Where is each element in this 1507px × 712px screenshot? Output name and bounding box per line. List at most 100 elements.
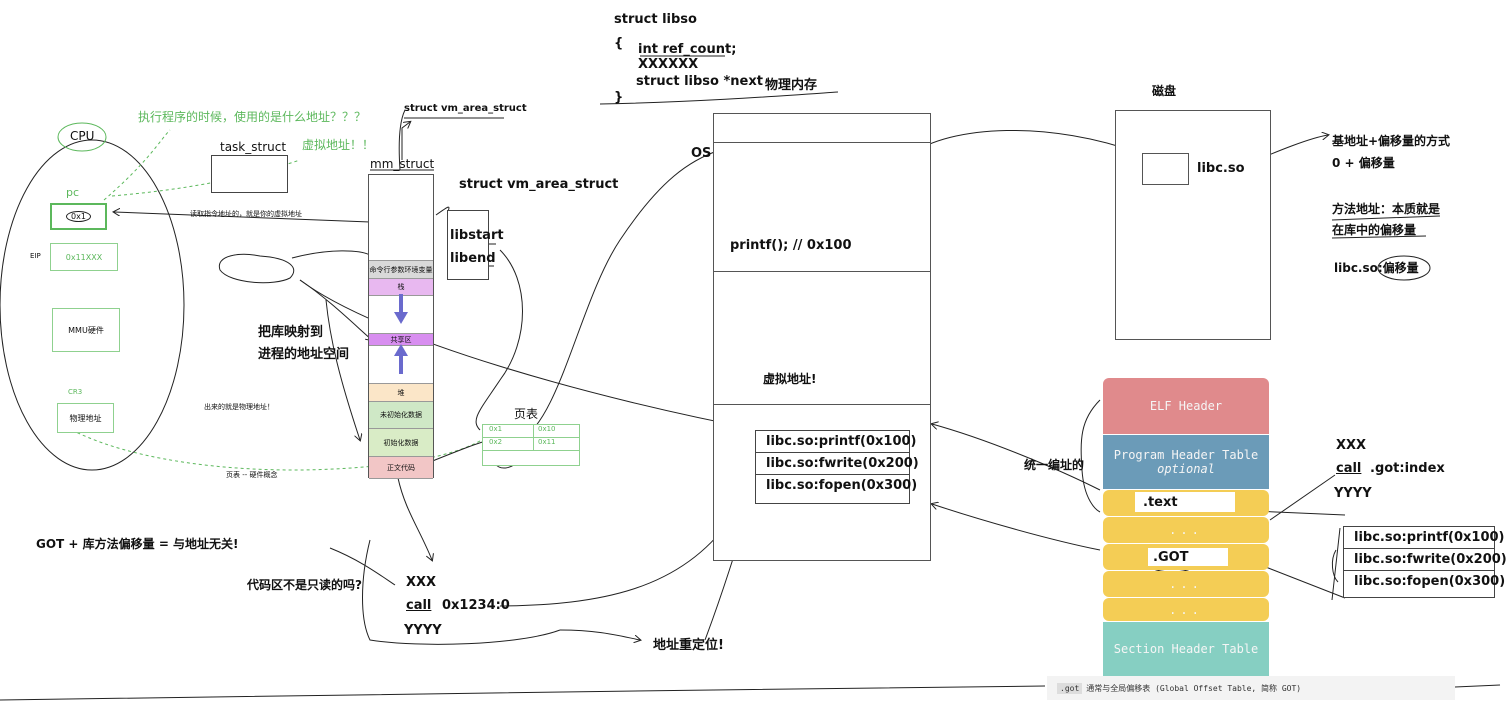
cpu-label: CPU xyxy=(70,129,95,143)
right-lib-rows: libc.so:printf(0x100)libc.so:fwrite(0x20… xyxy=(1344,527,1507,593)
zero-offset-note: 0 + 偏移量 xyxy=(1332,156,1395,170)
os-label: OS xyxy=(691,146,712,161)
vm-area-struct-top: struct vm_area_struct xyxy=(404,103,527,114)
struct-libso-title: struct libso xyxy=(614,12,697,27)
question-address-note: 执行程序的时候，使用的是什么地址？？？ xyxy=(138,110,367,124)
libc-so-label: libc.so xyxy=(1197,161,1245,176)
elf-dots-2: ... xyxy=(1103,571,1269,597)
page-table-virtual: 0x1 xyxy=(483,425,534,437)
segment-6: 堆 xyxy=(369,384,433,402)
disk-label: 磁盘 xyxy=(1152,84,1177,98)
snippet-line1: XXX xyxy=(406,575,437,590)
program-header-table: Program Header Table optional xyxy=(1103,435,1269,489)
pc-read-note: 读取指令地址的，就是你的虚拟地址 xyxy=(190,210,302,218)
got-caption-tag: .got xyxy=(1057,682,1083,694)
text-section-label-box: .text xyxy=(1135,492,1235,512)
right-lib-row: libc.so:fopen(0x300) xyxy=(1354,574,1506,589)
libc-offset-note: libc.so:偏移量 xyxy=(1334,261,1419,275)
program-header-label: Program Header Table xyxy=(1113,448,1259,462)
blob-shape xyxy=(218,253,295,284)
libend-label: libend xyxy=(450,251,496,266)
snippet-call-target: 0x1234:0 xyxy=(442,598,510,613)
memory-divider-3 xyxy=(714,404,930,405)
memory-lib-table: libc.so:printf(0x100)libc.so:fwrite(0x20… xyxy=(755,430,919,504)
pc-value: 0x1 xyxy=(66,211,91,222)
stack-heap-arrows xyxy=(394,294,408,374)
segment-8: 初始化数据 xyxy=(369,429,433,457)
segment-7: 未初始化数据 xyxy=(369,402,433,429)
segment-0 xyxy=(369,175,433,261)
base-offset-note: 基地址+偏移量的方式 xyxy=(1332,134,1451,148)
cpu-label-circle xyxy=(57,122,107,152)
physical-address-label: 物理地址 xyxy=(69,413,102,423)
struct-libso-open-brace: { xyxy=(614,36,624,51)
dots-1-label: ... xyxy=(1169,523,1203,537)
libstart-label: libstart xyxy=(450,228,504,243)
struct-libso-field-xxx: XXXXXX xyxy=(638,57,699,72)
snippet-call-keyword: call xyxy=(406,598,432,613)
right-lib-row: libc.so:fwrite(0x200) xyxy=(1344,549,1507,571)
pc-label: pc xyxy=(66,186,80,199)
memory-lib-row: libc.so:fwrite(0x200) xyxy=(756,453,919,475)
mmu-label: MMU硬件 xyxy=(68,325,104,335)
map-lib-line1: 把库映射到 xyxy=(258,325,324,340)
libc-file-box xyxy=(1142,153,1189,185)
cpu-ellipse xyxy=(0,139,185,471)
program-header-optional: optional xyxy=(1157,462,1215,476)
libstart-box xyxy=(447,210,489,280)
got-section-label-box: .GOT xyxy=(1148,548,1228,566)
elf-code-call-keyword: call xyxy=(1336,461,1362,476)
segment-1: 命令行参数环境变量 xyxy=(369,261,433,279)
relocation-label: 地址重定位! xyxy=(653,638,724,653)
struct-libso-field-next: struct libso *next xyxy=(636,74,763,89)
elf-layout: ELF Header Program Header Table optional… xyxy=(1103,378,1269,676)
section-header-table: Section Header Table xyxy=(1103,622,1269,676)
memory-lib-row: libc.so:printf(0x100) xyxy=(756,431,916,453)
task-struct-box xyxy=(211,155,288,193)
eip-register: 0x11XXX xyxy=(50,243,118,271)
segment-9: 正文代码 xyxy=(369,457,433,479)
method-address-line2: 在库中的偏移量 xyxy=(1332,223,1417,237)
map-lib-line2: 进程的地址空间 xyxy=(258,347,350,362)
dots-3-label: ... xyxy=(1169,602,1203,617)
got-caption-text: 通常与全局偏移表 (Global Offset Table, 简称 GOT) xyxy=(1086,683,1302,693)
disk-box xyxy=(1115,110,1271,340)
mmu-box: MMU硬件 xyxy=(52,308,120,352)
memory-lib-rows: libc.so:printf(0x100)libc.so:fwrite(0x20… xyxy=(756,431,919,497)
virtual-address-note: 虚拟地址！！ xyxy=(302,138,375,152)
method-address-line1: 方法地址：本质就是 xyxy=(1332,202,1441,216)
memory-lib-row: libc.so:fopen(0x300) xyxy=(766,478,918,493)
page-table-physical: 0x11 xyxy=(538,438,556,446)
struct-underline xyxy=(599,91,839,105)
elf-code-line3: YYYY xyxy=(1334,486,1372,501)
page-table-label: 页表 xyxy=(514,407,539,421)
elf-dots-3: ... xyxy=(1103,598,1269,621)
got-caption-strip: .got 通常与全局偏移表 (Global Offset Table, 简称 G… xyxy=(1047,676,1455,700)
address-space-column: 命令行参数环境变量栈共享区堆未初始化数据初始化数据正文代码 xyxy=(368,174,434,479)
elf-header: ELF Header xyxy=(1103,378,1269,434)
struct-libso-close-brace: } xyxy=(614,90,624,105)
virtual-address-mark: 虚拟地址! xyxy=(763,372,817,386)
cr3-label: CR3 xyxy=(68,388,83,396)
eip-label: EIP xyxy=(30,252,41,260)
elf-header-label: ELF Header xyxy=(1149,399,1223,413)
elf-code-call-target: .got:index xyxy=(1370,461,1445,476)
memory-divider-1 xyxy=(714,142,930,143)
pc-register: 0x1 xyxy=(50,203,107,230)
elf-code-line1: XXX xyxy=(1336,438,1367,453)
got-section-label: .GOT xyxy=(1153,549,1189,565)
mm-struct-label: mm_struct xyxy=(370,157,435,171)
out-address-note: 出来的就是物理地址！ xyxy=(204,403,274,411)
vm-area-struct-mid: struct vm_area_struct xyxy=(459,177,619,192)
right-lib-table: libc.so:printf(0x100)libc.so:fwrite(0x20… xyxy=(1343,526,1507,598)
memory-divider-2 xyxy=(714,271,930,272)
printf-call-line: printf(); // 0x100 xyxy=(730,238,852,253)
unified-address-note: 统一编址的 xyxy=(1024,458,1085,472)
struct-libso-field-refcount: int ref_count; xyxy=(638,42,737,57)
elf-dots-1: ... xyxy=(1103,517,1269,543)
section-header-label: Section Header Table xyxy=(1113,642,1259,656)
